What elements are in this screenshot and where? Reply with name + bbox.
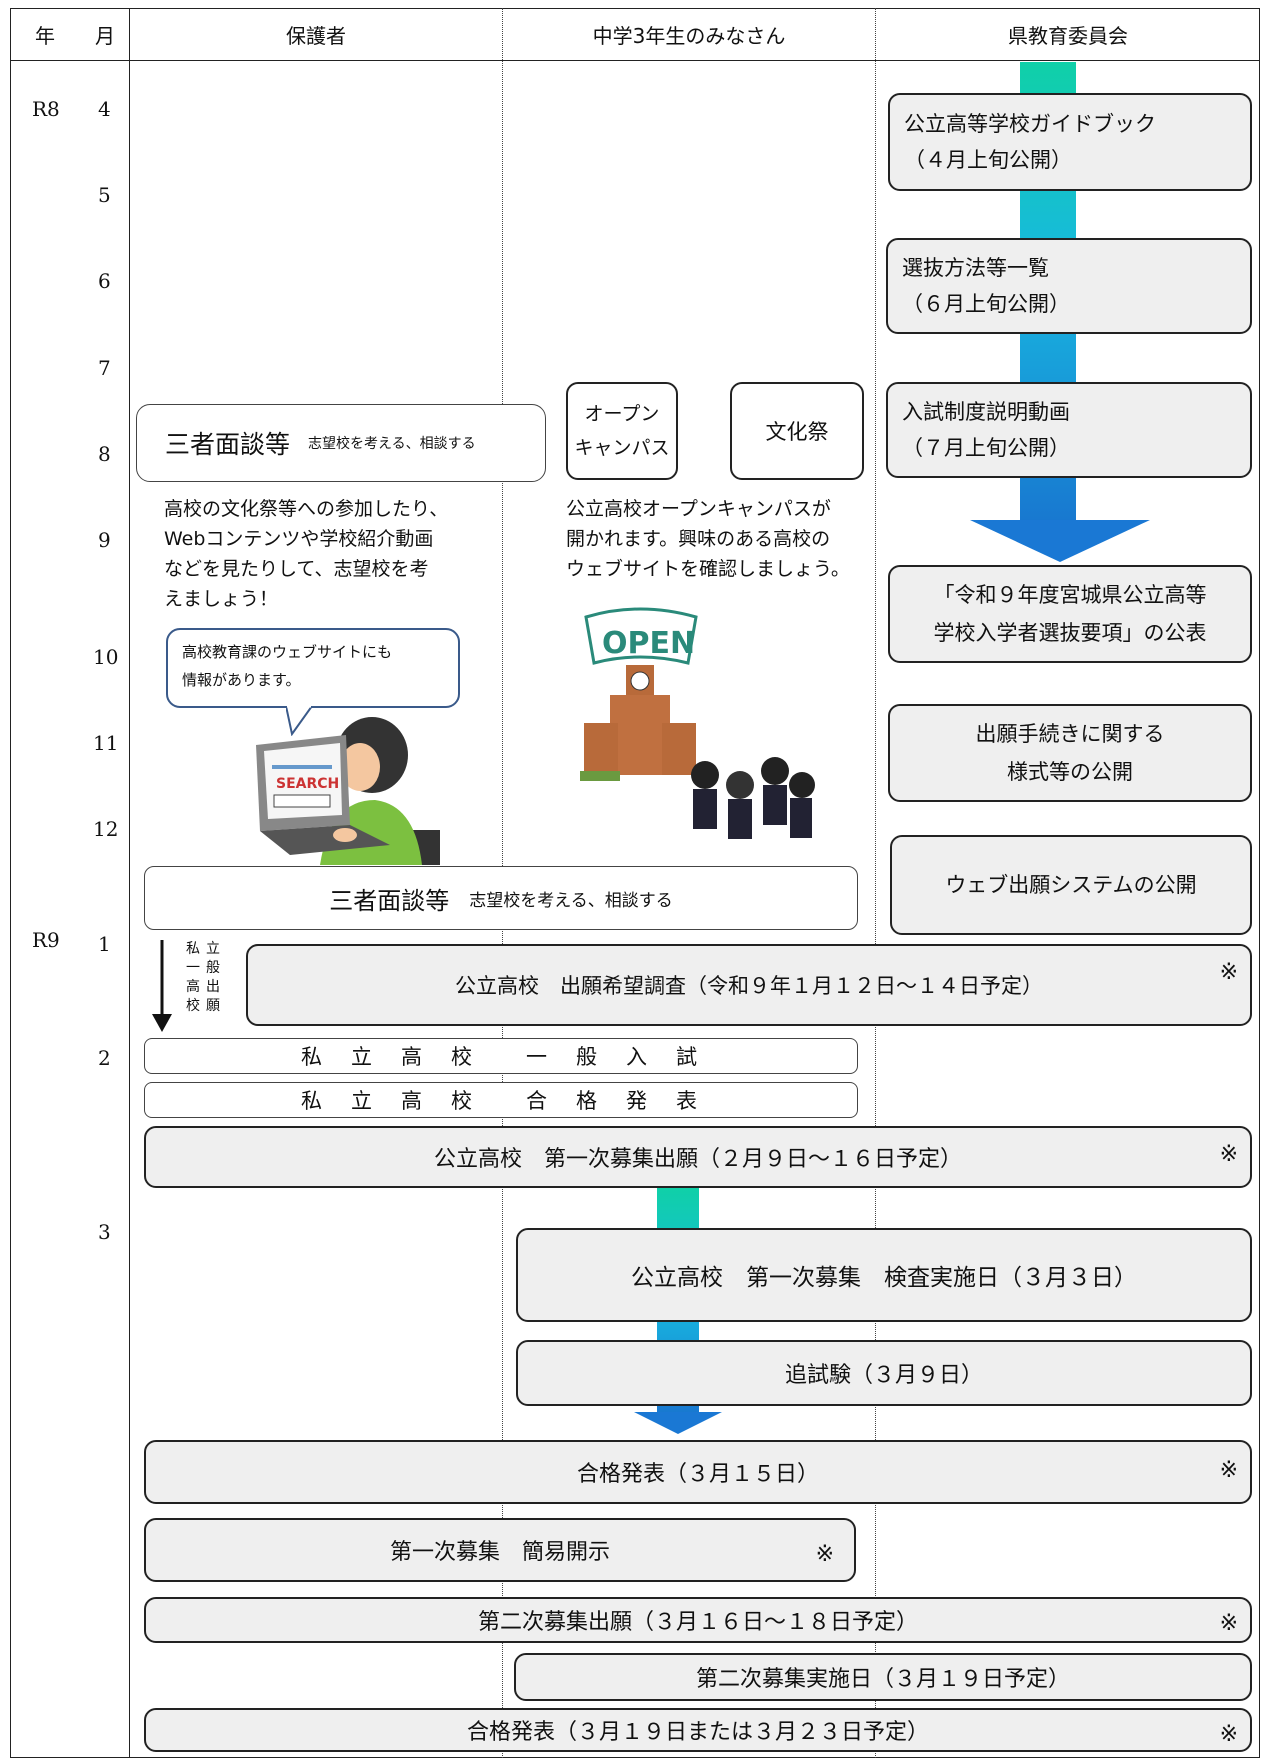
meeting-title-2: 三者面談等 bbox=[329, 886, 450, 915]
selection-box: 選抜方法等一覧 （６月上旬公開） bbox=[886, 238, 1252, 334]
open-school-illustration: OPEN bbox=[580, 607, 815, 839]
result-2-text: 合格発表（３月１９日または３月２３日予定） bbox=[466, 1720, 929, 1745]
result-1-note-mark: ※ bbox=[1219, 1458, 1238, 1483]
first-apply-text: 公立高校 第一次募集出願（２月９日～１６日予定） bbox=[433, 1147, 962, 1172]
disclosure-text: 第一次募集 簡易開示 bbox=[389, 1540, 610, 1565]
header-year: 年 bbox=[35, 23, 55, 48]
meeting-box-1: 三者面談等 志望校を考える、相談する bbox=[136, 404, 546, 482]
festival-box: 文化祭 bbox=[730, 382, 864, 480]
disclosure-box: 第一次募集 簡易開示 ※ bbox=[144, 1518, 856, 1582]
month-4: 4 bbox=[98, 97, 111, 121]
header-board: 県教育委員会 bbox=[1008, 23, 1128, 48]
web-system-box: ウェブ出願システムの公開 bbox=[890, 835, 1252, 935]
header-guardian: 保護者 bbox=[286, 23, 346, 48]
speech-bubble-tail bbox=[286, 706, 314, 736]
makeup-exam-box: 追試験（３月９日） bbox=[516, 1340, 1252, 1406]
students-note: 公立高校オープンキャンパスが 開かれます。興味のある高校の ウェブサイトを確認し… bbox=[566, 498, 850, 580]
month-12: 12 bbox=[93, 817, 119, 841]
header-month: 月 bbox=[95, 23, 115, 48]
video-box: 入試制度説明動画 （７月上旬公開） bbox=[886, 382, 1252, 478]
open-sign-text: OPEN bbox=[602, 626, 695, 661]
private-application-arrow bbox=[152, 940, 172, 1032]
result-1-box: 合格発表（３月１５日） ※ bbox=[144, 1440, 1252, 1504]
guidebook-box: 公立高等学校ガイドブック （４月上旬公開） bbox=[888, 93, 1252, 191]
month-9: 9 bbox=[98, 528, 111, 552]
meeting-subtitle-1: 志望校を考える、相談する bbox=[308, 436, 476, 452]
private-result-row: 私 立 高 校 合 格 発 表 bbox=[144, 1082, 858, 1118]
month-5: 5 bbox=[98, 183, 111, 207]
guardian-advice: 高校の文化祭等への参加したり、 Webコンテンツや学校紹介動画 などを見たりして… bbox=[164, 498, 449, 610]
month-10: 10 bbox=[93, 645, 119, 669]
meeting-subtitle-2: 志望校を考える、相談する bbox=[469, 890, 673, 911]
month-2: 2 bbox=[98, 1046, 111, 1070]
meeting-title-1: 三者面談等 bbox=[165, 430, 291, 459]
month-11: 11 bbox=[93, 731, 119, 755]
guidelines-box: 「令和９年度宮城県公立高等 学校入学者選抜要項」の公表 bbox=[888, 565, 1252, 663]
month-1: 1 bbox=[98, 932, 111, 956]
result-2-note-mark: ※ bbox=[1219, 1722, 1238, 1747]
disclosure-note-mark: ※ bbox=[815, 1542, 834, 1567]
second-apply-text: 第二次募集出願（３月１６日～１８日予定） bbox=[477, 1610, 918, 1635]
meeting-box-2: 三者面談等 志望校を考える、相談する bbox=[144, 866, 858, 930]
second-apply-box: 第二次募集出願（３月１６日～１８日予定） ※ bbox=[144, 1597, 1252, 1643]
search-label: SEARCH bbox=[276, 776, 339, 792]
month-8: 8 bbox=[98, 442, 111, 466]
survey-text: 公立高校 出願希望調査（令和９年１月１２日～１４日予定） bbox=[455, 974, 1043, 998]
result-2-box: 合格発表（３月１９日または３月２３日予定） ※ bbox=[144, 1708, 1252, 1752]
year-r8: R8 bbox=[32, 97, 60, 121]
first-exam-box: 公立高校 第一次募集 検査実施日（３月３日） bbox=[516, 1228, 1252, 1322]
first-apply-note-mark: ※ bbox=[1219, 1142, 1238, 1167]
private-application-label: 私立 一般 高出 校願 bbox=[186, 941, 226, 1014]
info-speech-bubble: 高校教育課のウェブサイトにも 情報があります。 bbox=[166, 628, 460, 708]
open-campus-box: オープン キャンパス bbox=[566, 382, 678, 480]
laptop-search-illustration: SEARCH bbox=[256, 717, 440, 865]
month-7: 7 bbox=[98, 356, 111, 380]
month-3: 3 bbox=[98, 1220, 111, 1244]
year-r9: R9 bbox=[32, 928, 60, 952]
header-students: 中学3年生のみなさん bbox=[592, 23, 786, 48]
first-apply-box: 公立高校 第一次募集出願（２月９日～１６日予定） ※ bbox=[144, 1126, 1252, 1188]
private-exam-row: 私 立 高 校 一 般 入 試 bbox=[144, 1038, 858, 1074]
result-1-text: 合格発表（３月１５日） bbox=[576, 1462, 819, 1487]
month-column-divider bbox=[129, 8, 130, 1758]
second-exam-box: 第二次募集実施日（３月１９日予定） bbox=[514, 1653, 1252, 1701]
table-frame bbox=[10, 8, 1260, 1758]
students-column-divider bbox=[875, 8, 876, 1758]
survey-box: 公立高校 出願希望調査（令和９年１月１２日～１４日予定） ※ bbox=[246, 944, 1252, 1026]
month-6: 6 bbox=[98, 269, 111, 293]
survey-note-mark: ※ bbox=[1219, 960, 1238, 985]
second-apply-note-mark: ※ bbox=[1219, 1611, 1238, 1636]
forms-box: 出願手続きに関する 様式等の公開 bbox=[888, 704, 1252, 802]
header-divider bbox=[10, 60, 1260, 61]
